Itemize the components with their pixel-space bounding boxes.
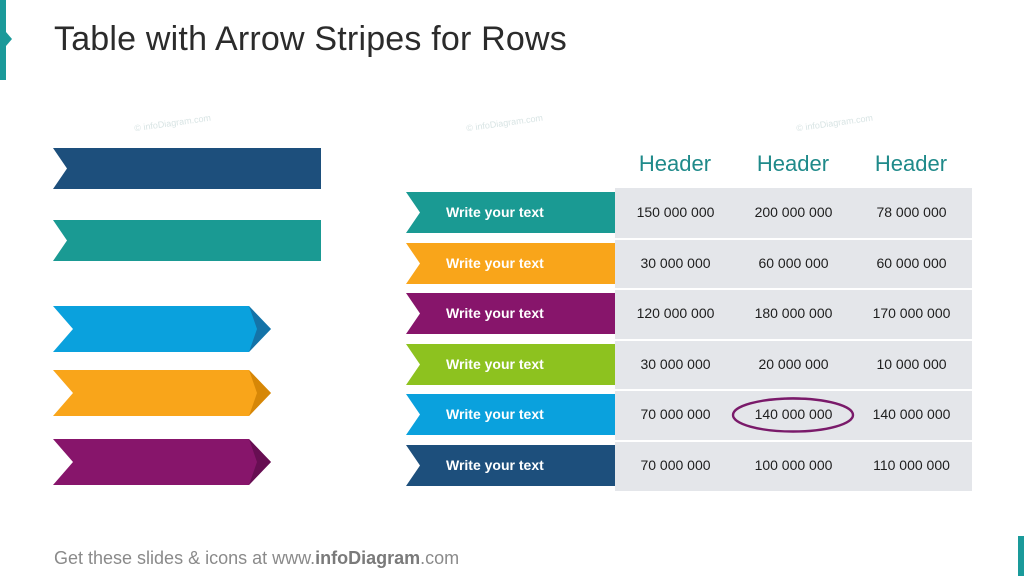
row-divider — [615, 338, 972, 341]
table-row: Write your text 70 000 000 100 000 000 110 … — [406, 441, 972, 491]
footer-prefix: Get these slides & icons at www. — [54, 548, 316, 568]
row-label-text: Write your text — [446, 355, 544, 372]
row-label-text: Write your text — [446, 204, 544, 220]
table-row: Write your text 30 000 000 20 000 000 10 00… — [406, 340, 972, 390]
stripe-navy — [53, 148, 321, 189]
table-cell: 30 000 000 — [640, 355, 711, 372]
table-cell: 60 000 000 — [876, 254, 947, 271]
watermark: © infoDiagram.com — [133, 112, 212, 134]
stripe-arrow-purple — [53, 439, 275, 485]
table-row: Write your text 30 000 000 60 000 000 60 00… — [406, 239, 972, 289]
right-accent-bar — [1018, 536, 1024, 576]
row-label-stripe: Write your text — [406, 293, 615, 334]
row-label-stripe: Write your text — [406, 343, 615, 385]
footer-suffix: .com — [420, 548, 460, 568]
table-cell: 200 000 000 — [754, 204, 833, 220]
table-cell: 70 000 000 — [640, 456, 711, 473]
table-row: Write your text 120 000 000 180 000 000 170… — [406, 289, 972, 339]
column-header: Header — [874, 151, 948, 176]
table-row: Write your text 150 000 000 200 000 000 78 … — [406, 188, 972, 238]
table-cell: 140 000 000 — [754, 406, 833, 422]
table-cell: 140 000 000 — [872, 406, 951, 422]
table-cell: 110 000 000 — [873, 456, 950, 473]
data-table: Header Header Header Write your text 150 … — [406, 145, 972, 491]
row-label-stripe: Write your text — [406, 444, 615, 486]
footer-text: Get these slides & icons at www.infoDiag… — [54, 548, 459, 569]
table-cell: 78 000 000 — [876, 204, 947, 220]
stripe-arrow-sky — [53, 306, 275, 352]
slide-title: Table with Arrow Stripes for Rows — [54, 20, 567, 58]
footer-brand: infoDiagram — [315, 548, 421, 568]
row-divider — [615, 237, 972, 240]
row-label-stripe: Write your text — [406, 242, 615, 284]
table-cell: 180 000 000 — [754, 305, 833, 321]
row-label-text: Write your text — [446, 406, 544, 422]
column-header: Header — [756, 151, 830, 176]
table-cell: 150 000 000 — [636, 204, 715, 220]
left-accent-bar — [0, 0, 12, 80]
row-divider — [615, 288, 972, 290]
row-divider — [615, 389, 972, 391]
row-label-text: Write your text — [446, 305, 544, 321]
table-cell: 170 000 000 — [872, 305, 951, 321]
table-cell: 100 000 000 — [754, 456, 833, 473]
column-header: Header — [638, 151, 712, 176]
table-row: Write your text 70 000 000 140 000 000 140 … — [406, 390, 972, 440]
stripe-teal — [53, 220, 321, 261]
row-label-text: Write your text — [446, 456, 544, 473]
row-label-stripe: Write your text — [406, 394, 615, 435]
highlight-circle — [731, 397, 855, 433]
watermark: © infoDiagram.com — [465, 112, 544, 134]
table-cell: 10 000 000 — [876, 355, 947, 372]
stripe-arrow-orange — [53, 370, 275, 416]
table-cell: 70 000 000 — [640, 406, 711, 422]
row-divider — [615, 439, 972, 442]
table-cell: 60 000 000 — [758, 254, 829, 271]
row-label-stripe: Write your text — [406, 192, 615, 233]
table-cell: 120 000 000 — [636, 305, 715, 321]
table-cell: 20 000 000 — [758, 355, 829, 372]
watermark: © infoDiagram.com — [795, 112, 874, 134]
table-cell: 30 000 000 — [640, 254, 711, 271]
row-label-text: Write your text — [446, 254, 544, 271]
